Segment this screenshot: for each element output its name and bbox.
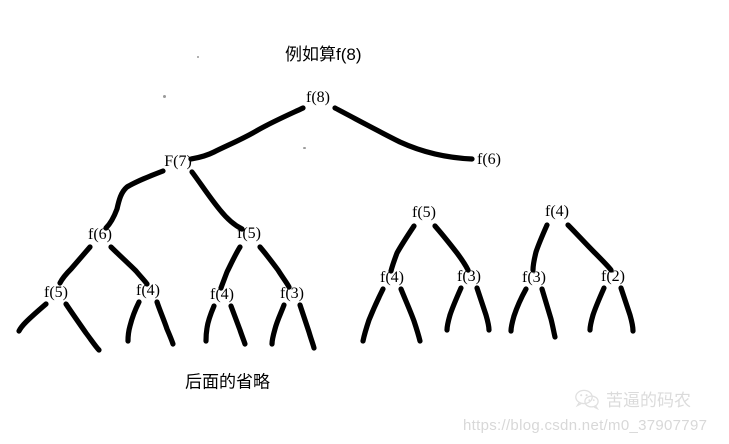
edge-f5L-f4: [218, 244, 243, 291]
leaf-stub: [474, 285, 492, 333]
edge-f5L-f3: [257, 244, 292, 290]
tree-node: f(4): [136, 282, 160, 299]
edge-f5R-f4: [388, 223, 417, 274]
tree-node: f(3): [522, 269, 546, 286]
tree-node: f(5): [237, 225, 261, 242]
stray-dot: [197, 56, 199, 58]
leaf-stub: [360, 286, 386, 344]
stray-dot: [303, 147, 306, 149]
leaf-stub: [125, 299, 142, 344]
diagram-title: 例如算f(8): [285, 45, 362, 64]
leaf-stub: [508, 286, 529, 334]
leaf-stub: [297, 302, 317, 351]
leaf-stub: [539, 286, 558, 340]
leaf-stub: [203, 303, 217, 344]
tree-node: f(4): [545, 203, 569, 220]
tree-node: f(5): [412, 204, 436, 221]
leaf-stub: [269, 302, 287, 347]
edge-f6L-f4: [108, 244, 150, 287]
tree-node: f(6): [477, 151, 501, 168]
tree-node: f(3): [280, 285, 304, 302]
leaf-stub: [398, 286, 423, 344]
tree-node: f(6): [88, 226, 112, 243]
tree-node: f(4): [210, 286, 234, 303]
tree-node: F(7): [164, 153, 192, 170]
edge-f4R-f3: [530, 222, 550, 273]
tree-node: f(3): [457, 268, 481, 285]
edge-f5R-f3: [432, 223, 471, 273]
diagram-caption: 后面的省略: [185, 372, 270, 392]
leaf-stub: [587, 285, 607, 333]
leaf-stub: [16, 301, 49, 334]
edge-f8-F7: [188, 105, 306, 162]
tree-node: f(2): [601, 268, 625, 285]
leaf-stub: [154, 299, 176, 347]
leaf-stub: [228, 303, 248, 347]
edge-f8-f6: [332, 105, 475, 162]
leaf-stub: [63, 301, 102, 353]
edge-f4R-f2: [565, 222, 614, 273]
tree-node: f(5): [44, 284, 68, 301]
url-watermark: https://blog.csdn.net/m0_37907797: [463, 417, 708, 434]
edge-F7-f6L: [103, 168, 166, 231]
leaf-stub: [618, 285, 636, 334]
edge-F7-f5L: [189, 169, 245, 232]
stray-dot: [163, 95, 166, 98]
wechat-icon: [575, 389, 599, 410]
leaf-stub: [444, 285, 464, 333]
tree-node: f(4): [380, 269, 404, 286]
brand-watermark-text: 苦逼的码农: [606, 391, 691, 410]
tree-node-root: f(8): [306, 89, 330, 106]
edge-f6L-f5: [57, 244, 93, 286]
brand-watermark: 苦逼的码农: [574, 386, 691, 411]
